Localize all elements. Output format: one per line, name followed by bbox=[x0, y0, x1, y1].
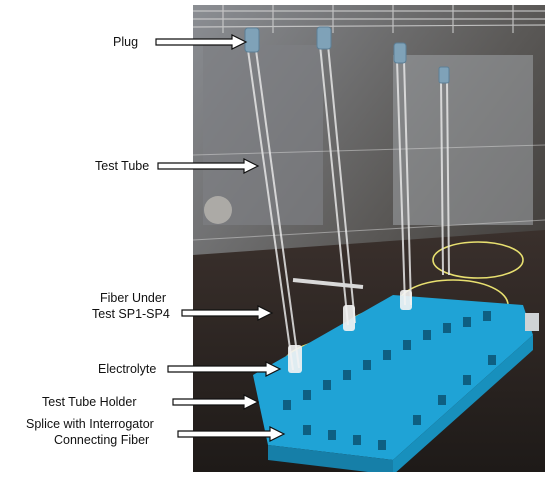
label-test-tube: Test Tube bbox=[95, 159, 150, 173]
label-plug: Plug bbox=[113, 35, 139, 49]
label-splice-line1: Splice with Interrogator bbox=[26, 417, 154, 431]
arrow-holder bbox=[172, 394, 260, 410]
label-splice-line2: Connecting Fiber bbox=[54, 433, 150, 447]
label-electrolyte: Electrolyte bbox=[98, 362, 157, 376]
label-fiber-line1: Fiber Under bbox=[100, 291, 166, 305]
arrow-splice bbox=[177, 426, 286, 442]
label-column: Plug Test Tube Fiber Under Test SP1-SP4 … bbox=[0, 0, 200, 479]
label-test-tube-holder: Test Tube Holder bbox=[42, 395, 137, 409]
arrow-electrolyte bbox=[167, 361, 282, 377]
label-fiber-line2: Test SP1-SP4 bbox=[92, 307, 170, 321]
arrow-fiber bbox=[181, 305, 274, 321]
arrow-plug bbox=[155, 34, 248, 50]
lab-photo bbox=[193, 5, 545, 472]
arrow-test-tube bbox=[157, 158, 260, 174]
test-tube-holder-shape bbox=[253, 295, 533, 472]
